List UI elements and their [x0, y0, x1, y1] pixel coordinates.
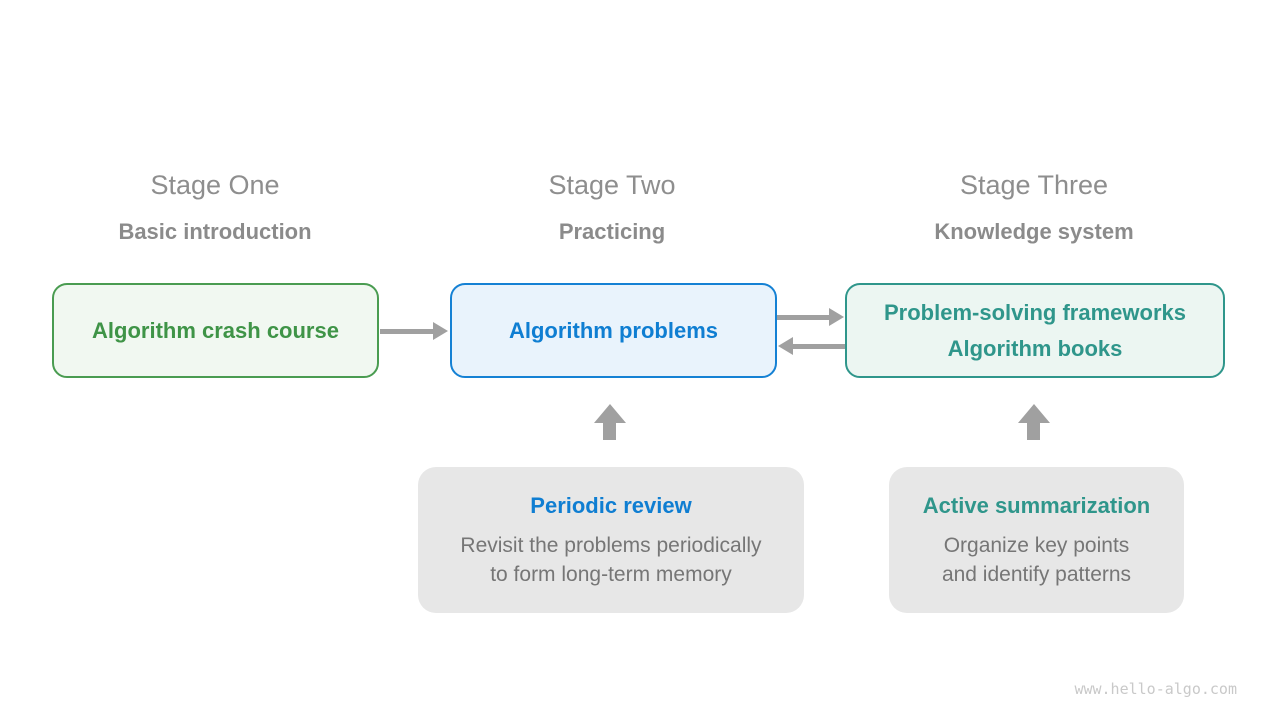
node-label: Algorithm books: [947, 335, 1123, 361]
stage-three-title: Stage Three: [959, 170, 1109, 200]
node-label: Algorithm crash course: [92, 317, 339, 343]
node-label: Algorithm problems: [508, 317, 718, 343]
callout-body-line: Revisit the problems periodically: [460, 534, 762, 557]
arrow-up-stem: [603, 423, 616, 440]
callout-body-line: Organize key points: [943, 534, 1130, 557]
arrow-up-stem: [1027, 423, 1040, 440]
callout-title: Active summarization: [922, 493, 1151, 518]
node-label: Problem-solving frameworks: [884, 299, 1186, 325]
callout-active-summarization: Active summarization Organize key points…: [889, 467, 1184, 613]
stage-one-title: Stage One: [150, 170, 280, 200]
stage-one-subtitle: Basic introduction: [118, 219, 312, 244]
callout-periodic-review: Periodic review Revisit the problems per…: [418, 467, 804, 613]
arrow-right-icon: [829, 308, 844, 326]
stage-two-title: Stage Two: [548, 170, 676, 200]
arrow-up-icon: [1018, 404, 1050, 423]
arrow-right-shaft: [777, 315, 830, 320]
callout-title: Periodic review: [530, 493, 692, 518]
arrow-right-shaft: [380, 329, 434, 334]
arrow-left-shaft: [792, 344, 845, 349]
arrow-left-icon: [778, 337, 793, 355]
callout-body-line: and identify patterns: [941, 562, 1132, 586]
node-algorithm-problems: Algorithm problems: [450, 283, 777, 378]
node-knowledge-system: Problem-solving frameworks Algorithm boo…: [845, 283, 1225, 378]
arrow-right-icon: [433, 322, 448, 340]
website-watermark: www.hello-algo.com: [1074, 680, 1237, 698]
arrow-up-icon: [594, 404, 626, 423]
stage-three-subtitle: Knowledge system: [934, 219, 1134, 244]
callout-body-line: to form long-term memory: [490, 562, 732, 586]
stage-two-subtitle: Practicing: [558, 219, 666, 244]
node-algorithm-crash-course: Algorithm crash course: [52, 283, 379, 378]
